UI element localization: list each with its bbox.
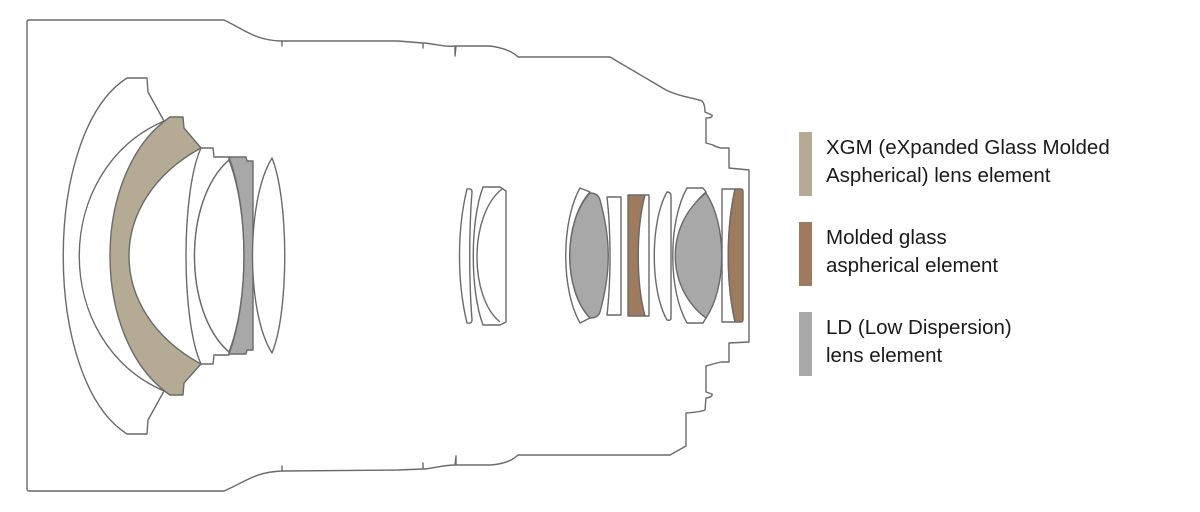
lens-element-1-front-meniscus — [62, 77, 165, 435]
legend-label-line: LD (Low Dispersion) — [826, 316, 1012, 339]
lens-element-14-thin-meniscus — [653, 191, 672, 321]
lens-element-6-biconvex — [251, 157, 286, 354]
lens-element-7-thin-meniscus — [458, 188, 473, 324]
lens-element-11-biconcave — [606, 196, 622, 316]
legend-label-line: Molded glass — [826, 226, 947, 249]
lens-element-13 — [637, 194, 650, 317]
legend-label-line: aspherical element — [826, 254, 999, 277]
legend-label-ld: LD (Low Dispersion) lens element — [826, 314, 1012, 370]
lens-element-8-cement-line — [476, 188, 503, 323]
legend-label-molded-glass: Molded glass aspherical element — [826, 224, 998, 280]
lens-element-2-xgm — [109, 116, 202, 396]
lens-element-18-molded-aspherical — [727, 188, 744, 323]
lens-element-8-doublet — [472, 186, 507, 326]
legend-swatch-xgm — [799, 132, 812, 196]
legend-label-line: XGM (eXpanded Glass Molded — [826, 136, 1110, 159]
legend-label-xgm: XGM (eXpanded Glass Molded Aspherical) l… — [826, 134, 1110, 190]
lens-barrel-outline — [26, 19, 750, 492]
legend-swatch-molded-glass — [799, 222, 812, 286]
lens-element-5-ld — [228, 156, 254, 355]
legend-swatch-ld — [799, 312, 812, 376]
lens-element-10-ld — [569, 192, 609, 319]
legend-label-line: Aspherical) lens element — [826, 164, 1051, 187]
lens-element-16-ld — [674, 192, 723, 319]
legend-label-line: lens element — [826, 344, 943, 367]
